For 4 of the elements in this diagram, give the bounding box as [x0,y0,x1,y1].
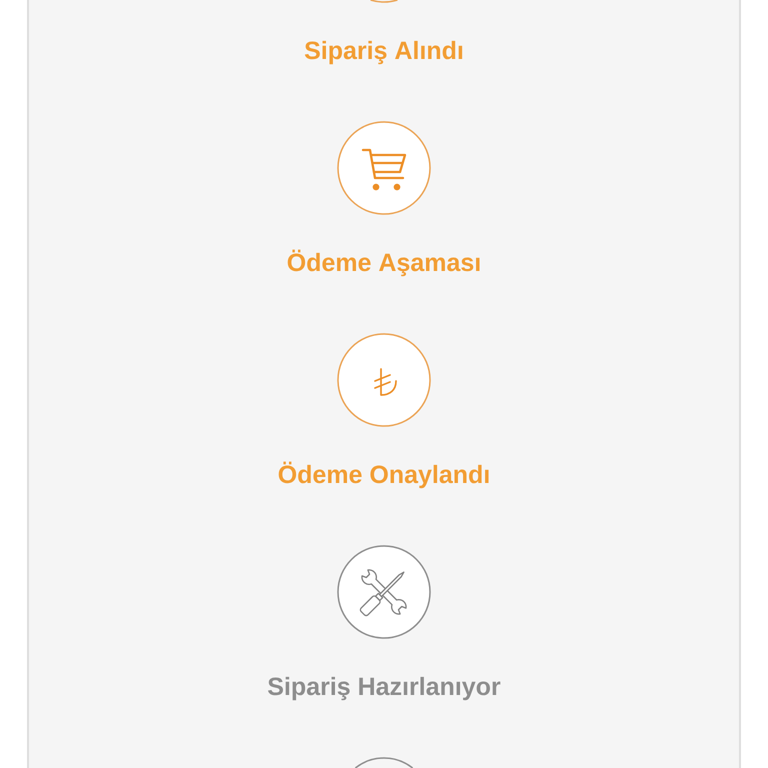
step-label: Sipariş Alındı [304,40,462,64]
step-label: Sipariş Hazırlanıyor [268,676,500,700]
step-label: Ödeme Onaylandı [278,462,489,488]
step-label: Ödeme Aşaması [288,250,480,276]
